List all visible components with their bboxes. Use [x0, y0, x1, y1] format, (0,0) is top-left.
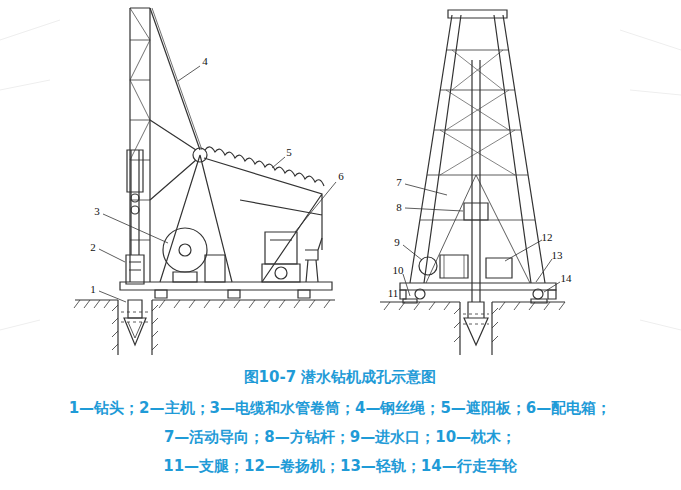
callout-number: 7: [396, 176, 402, 188]
legend-key-line: 1—钻头；2—主机；3—电缆和水管卷筒；4—钢丝绳；5—遮阳板；6—配电箱；: [69, 399, 612, 418]
legend-key-line: 11—支腿；12—卷扬机；13—轻轨；14—行走车轮: [163, 457, 517, 476]
legend-key-line: 7—活动导向；8—方钻杆；9—进水口；10—枕木；: [164, 428, 516, 447]
callout-number: 11: [388, 287, 399, 299]
callout-number: 5: [286, 146, 292, 158]
callout-number: 13: [552, 249, 563, 261]
callout-number: 8: [396, 201, 402, 213]
side-view: [74, 8, 336, 355]
callout-number: 10: [393, 264, 404, 276]
callout-number: 14: [561, 272, 572, 284]
callout-number: 4: [202, 55, 208, 67]
callout-number: 1: [90, 283, 96, 295]
callout-number: 6: [338, 170, 344, 182]
callout-number: 9: [394, 236, 400, 248]
front-view: [380, 10, 565, 355]
callout-number: 3: [94, 205, 100, 217]
figure-caption: 图10-7 潜水钻机成孔示意图: [244, 368, 437, 387]
callout-number: 12: [542, 231, 553, 243]
callout-number: 2: [90, 241, 96, 253]
